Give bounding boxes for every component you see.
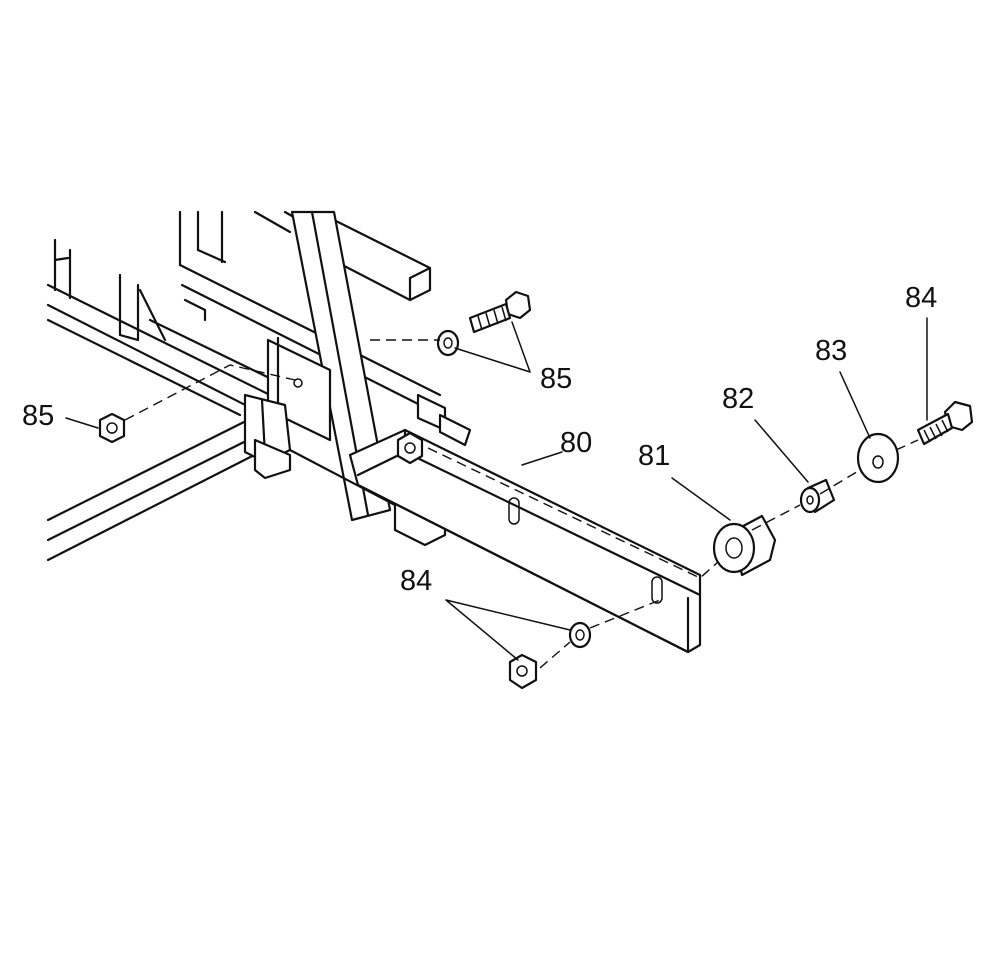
washer-part-83 [856,432,900,484]
bolt-part-85-top [468,290,532,334]
rail-slot-2 [651,576,663,604]
callout-84-top: 84 [905,282,937,314]
callout-85-right: 85 [540,363,572,395]
bolt-part-84-right [916,400,974,446]
leader-lines [65,317,928,661]
frame-structure [46,210,442,417]
callout-82: 82 [722,383,754,415]
rail-slot-1 [508,497,520,525]
nut-part-85-left [98,412,126,444]
bracket-hole [293,378,303,388]
assembly-centerlines [124,339,919,669]
roller-part-81 [712,514,777,577]
washer-part-84-bottom [568,621,592,649]
callout-81: 81 [638,440,670,472]
bushing-part-82 [799,478,836,514]
callout-85-left: 85 [22,400,54,432]
callout-labels: 80 81 82 83 84 84 85 85 [22,282,937,597]
callout-80: 80 [560,427,592,459]
callout-83: 83 [815,335,847,367]
nut-part-84-bottom [508,653,538,690]
left-arm [46,393,292,562]
callout-84-bottom: 84 [400,565,432,597]
rail-nut [396,431,424,465]
rail-part-80 [348,428,702,654]
washer-part-85-top [436,329,460,357]
